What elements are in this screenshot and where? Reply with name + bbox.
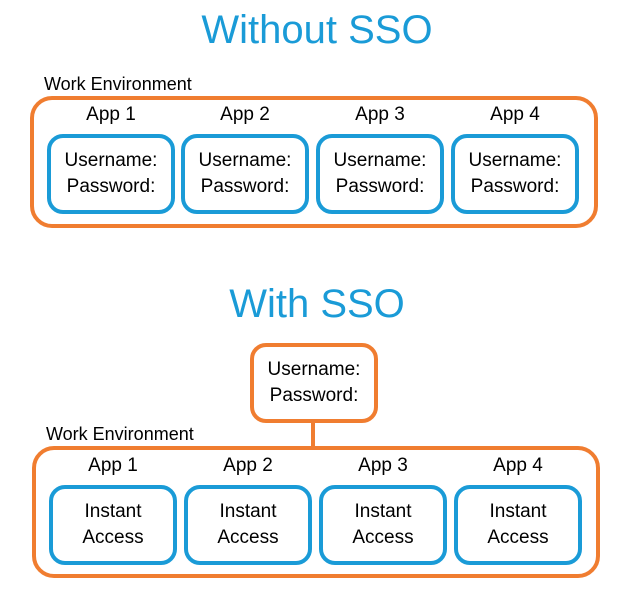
- app-name: App 1: [86, 104, 136, 125]
- password-label: Password:: [200, 176, 290, 197]
- app-name: App 4: [490, 104, 540, 125]
- access-label: Access: [82, 527, 144, 548]
- with-sso-title: With SSO: [229, 282, 405, 326]
- username-label: Username:: [468, 150, 562, 171]
- app-name: App 3: [358, 455, 408, 476]
- username-label: Username:: [267, 359, 361, 380]
- credentials-box: Username: Password:: [451, 134, 579, 214]
- app-name: App 3: [355, 104, 405, 125]
- app-name: App 4: [493, 455, 543, 476]
- app-name: App 2: [220, 104, 270, 125]
- without-sso-environment-label: Work Environment: [44, 74, 192, 94]
- app-name: App 2: [223, 455, 273, 476]
- credentials-box: Username: Password:: [316, 134, 444, 214]
- username-label: Username:: [198, 150, 292, 171]
- credentials-box: Username: Password:: [181, 134, 309, 214]
- access-label: Access: [352, 527, 414, 548]
- username-label: Username:: [64, 150, 158, 171]
- sso-connector-line: [311, 423, 315, 448]
- password-label: Password:: [269, 385, 359, 406]
- app-name: App 1: [88, 455, 138, 476]
- instant-access-box: Instant Access: [319, 485, 447, 565]
- instant-label: Instant: [489, 501, 547, 522]
- instant-access-box: Instant Access: [184, 485, 312, 565]
- username-label: Username:: [333, 150, 427, 171]
- instant-label: Instant: [84, 501, 142, 522]
- access-label: Access: [217, 527, 279, 548]
- password-label: Password:: [66, 176, 156, 197]
- instant-access-box: Instant Access: [49, 485, 177, 565]
- password-label: Password:: [470, 176, 560, 197]
- access-label: Access: [487, 527, 549, 548]
- sso-login-box: Username: Password:: [250, 343, 378, 423]
- without-sso-title: Without SSO: [201, 8, 433, 52]
- instant-label: Instant: [354, 501, 412, 522]
- credentials-box: Username: Password:: [47, 134, 175, 214]
- password-label: Password:: [335, 176, 425, 197]
- instant-label: Instant: [219, 501, 277, 522]
- with-sso-environment-label: Work Environment: [46, 424, 194, 444]
- instant-access-box: Instant Access: [454, 485, 582, 565]
